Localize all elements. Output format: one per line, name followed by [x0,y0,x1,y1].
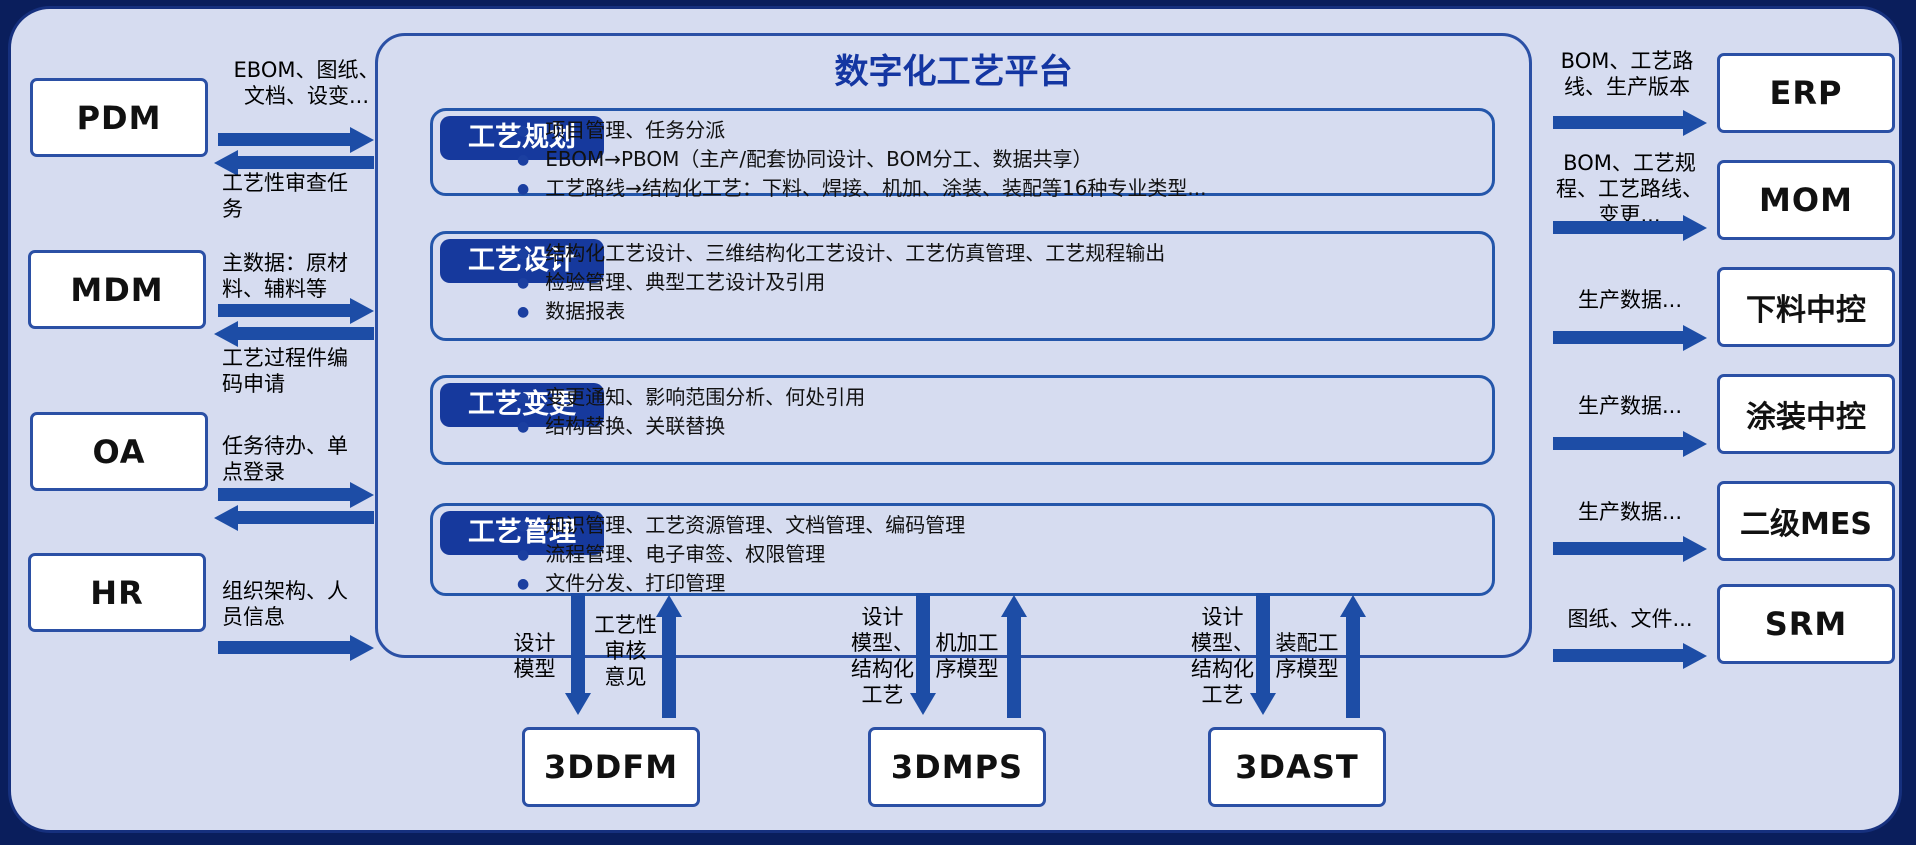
section-process-planning: 工艺规划 项目管理、任务分派 EBOM→PBOM（主产/配套协同设计、BOM分工… [430,108,1495,200]
arrow-label-pdm-in: 工艺性审查任 务 [222,171,348,221]
arrow-label-erp: BOM、工艺路 线、生产版本 [1560,49,1694,99]
arrow-label-3ddfm-up: 工艺性 审核 意见 [594,613,657,689]
right-arrow-platform-to-xialiao [1553,331,1683,344]
arrow-label-xialiao: 生产数据... [1577,288,1683,312]
down-arrow-platform-to-3dmps [910,593,936,715]
system-label-3ddfm: 3DDFM [543,748,679,786]
bullet-item: EBOM→PBOM（主产/配套协同设计、BOM分工、数据共享） [517,145,1207,174]
section-bullets: 知识管理、工艺资源管理、文档管理、编码管理 流程管理、电子审签、权限管理 文件分… [517,511,965,598]
system-label-erp: ERP [1769,74,1843,112]
arrow-label-mdm-out: 主数据：原材 料、辅料等 [222,251,348,301]
system-label-oa: OA [92,432,146,471]
system-box-3dmps: 3DMPS [868,727,1046,807]
system-label-mes: 二级MES [1740,507,1872,542]
bullet-item: 项目管理、任务分派 [517,116,1207,145]
section-process-change: 工艺变更 变更通知、影响范围分析、何处引用 结构替换、关联替换 [430,375,1495,465]
arrow-label-pdm-out: EBOM、图纸、 文档、设变... [233,58,380,108]
bullet-item: 变更通知、影响范围分析、何处引用 [517,383,865,412]
bullet-item: 结构替换、关联替换 [517,412,865,441]
right-arrow-platform-to-tuzhuang [1553,437,1683,450]
up-arrow-3dast-to-platform [1340,595,1366,718]
arrow-label-3dmps-up: 机加工 序模型 [935,631,999,681]
left-arrow-platform-to-pdm [238,156,374,169]
section-process-design: 工艺设计 结构化工艺设计、三维结构化工艺设计、工艺仿真管理、工艺规程输出 检验管… [430,231,1495,341]
bullet-item: 工艺路线→结构化工艺：下料、焊接、机加、涂装、装配等16种专业类型... [517,174,1206,203]
system-box-tuzhuang: 涂装中控 [1717,374,1895,454]
system-box-hr: HR [28,553,206,632]
down-arrow-platform-to-3dast [1250,593,1276,715]
section-bullets: 结构化工艺设计、三维结构化工艺设计、工艺仿真管理、工艺规程输出 检验管理、典型工… [517,239,1165,326]
system-box-mom: MOM [1717,160,1895,240]
right-arrow-oa-to-platform [218,488,350,501]
arrow-label-oa-out: 任务待办、单 点登录 [222,434,348,484]
system-label-hr: HR [90,573,144,612]
system-box-pdm: PDM [30,78,208,157]
arrow-label-3dast-down: 设计 模型、 结构化 工艺 [1191,605,1254,707]
system-label-pdm: PDM [76,98,162,137]
right-arrow-hr-to-platform [218,641,350,654]
system-label-tuzhuang: 涂装中控 [1746,400,1866,435]
bullet-item: 检验管理、典型工艺设计及引用 [517,268,1165,297]
bullet-item: 流程管理、电子审签、权限管理 [517,540,965,569]
right-arrow-platform-to-mom [1553,221,1683,234]
arrow-label-srm: 图纸、文件... [1567,607,1693,631]
right-arrow-mdm-to-platform [218,304,350,317]
arrow-label-tuzhuang: 生产数据... [1577,394,1683,418]
right-arrow-platform-to-srm [1553,649,1683,662]
arrow-label-mes: 生产数据... [1577,500,1683,524]
arrow-label-mdm-in: 工艺过程件编 码申请 [222,346,348,396]
arrow-label-3dast-up: 装配工 序模型 [1275,631,1339,681]
system-box-mes: 二级MES [1717,481,1895,561]
arrow-label-hr-out: 组织架构、人 员信息 [222,579,348,629]
system-box-xialiao: 下料中控 [1717,267,1895,347]
down-arrow-platform-to-3ddfm [565,593,591,715]
arrow-label-mom: BOM、工艺规 程、工艺路线、 变更... [1556,151,1703,227]
system-box-srm: SRM [1717,584,1895,664]
arrow-label-3dmps-down: 设计 模型、 结构化 工艺 [851,605,914,707]
section-bullets: 项目管理、任务分派 EBOM→PBOM（主产/配套协同设计、BOM分工、数据共享… [517,116,1207,203]
system-label-3dmps: 3DMPS [890,748,1024,786]
up-arrow-3dmps-to-platform [1001,595,1027,718]
system-box-mdm: MDM [28,250,206,329]
arrow-label-3ddfm-down: 设计 模型 [513,631,556,681]
system-label-xialiao: 下料中控 [1746,293,1866,328]
right-arrow-platform-to-erp [1553,116,1683,129]
bullet-item: 数据报表 [517,297,1165,326]
system-label-mom: MOM [1759,181,1853,219]
system-label-srm: SRM [1764,605,1848,643]
left-arrow-platform-to-oa [238,511,374,524]
system-label-mdm: MDM [70,270,164,309]
right-arrow-pdm-to-platform [218,133,350,146]
system-box-oa: OA [30,412,208,491]
up-arrow-3ddfm-to-platform [656,595,682,718]
bullet-item: 结构化工艺设计、三维结构化工艺设计、工艺仿真管理、工艺规程输出 [517,239,1165,268]
system-box-3dast: 3DAST [1208,727,1386,807]
right-arrow-platform-to-mes [1553,542,1683,555]
bullet-item: 知识管理、工艺资源管理、文档管理、编码管理 [517,511,965,540]
system-label-3dast: 3DAST [1235,748,1359,786]
section-bullets: 变更通知、影响范围分析、何处引用 结构替换、关联替换 [517,383,865,441]
platform-box: 数字化工艺平台 工艺规划 项目管理、任务分派 EBOM→PBOM（主产/配套协同… [375,33,1532,658]
system-box-3ddfm: 3DDFM [522,727,700,807]
bullet-item: 文件分发、打印管理 [517,569,965,598]
system-box-erp: ERP [1717,53,1895,133]
platform-title: 数字化工艺平台 [834,52,1073,92]
section-process-management: 工艺管理 知识管理、工艺资源管理、文档管理、编码管理 流程管理、电子审签、权限管… [430,503,1495,596]
left-arrow-platform-to-mdm [238,327,374,340]
